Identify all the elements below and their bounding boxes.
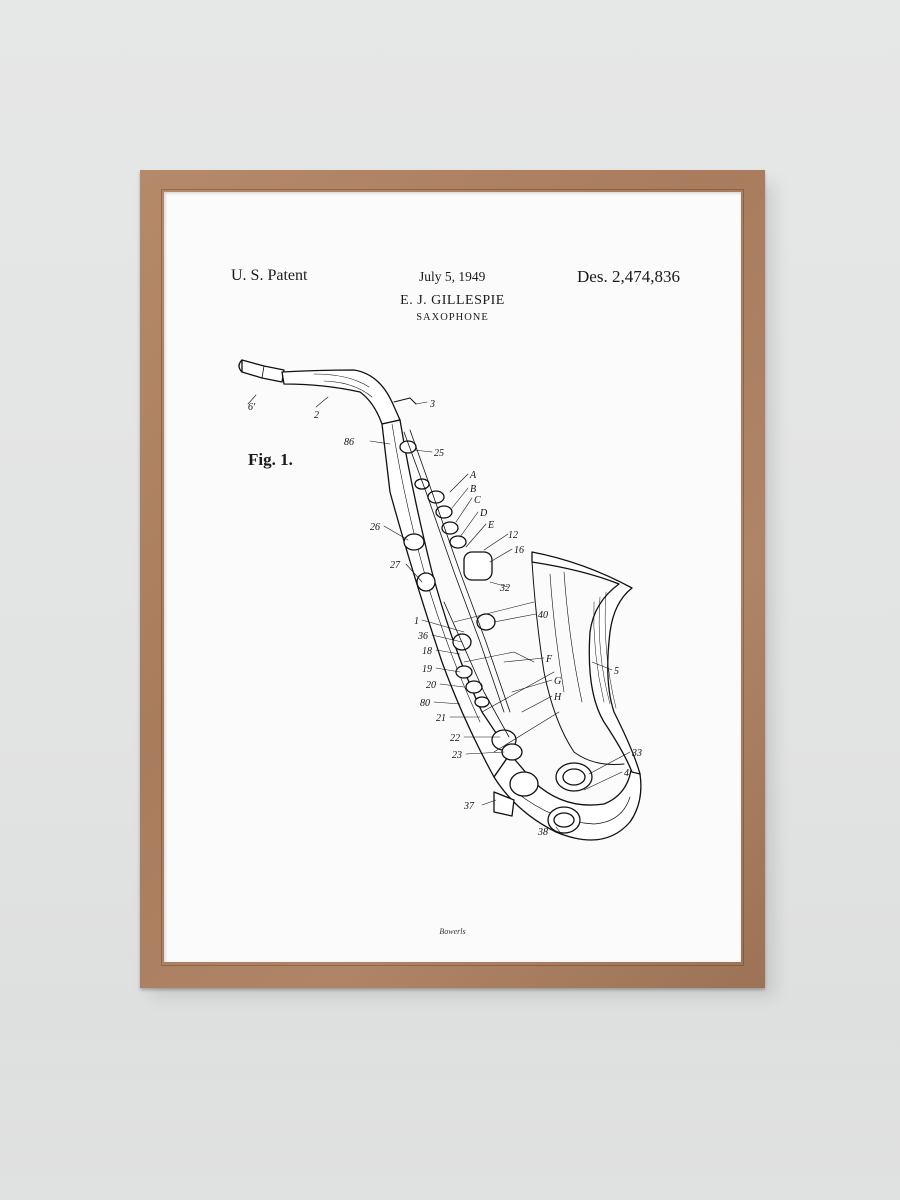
neck xyxy=(281,369,401,425)
callout-label: 1 xyxy=(414,616,419,627)
callout-label: C xyxy=(474,495,481,506)
callout-label: 3 xyxy=(429,399,435,410)
callout-label: 38 xyxy=(537,827,548,838)
tone-hole xyxy=(509,771,539,797)
mouthpiece-tip xyxy=(238,359,243,373)
inventor-name: E. J. GILLESPIE xyxy=(400,293,505,308)
bell-body xyxy=(531,561,625,765)
callout-label: 86 xyxy=(344,437,354,448)
callout-label: 19 xyxy=(422,664,432,675)
callout-label: 36 xyxy=(417,631,428,642)
callout-label: 5 xyxy=(614,666,619,677)
callout-label: 27 xyxy=(390,560,401,571)
callout-label: 16 xyxy=(514,545,524,556)
saxophone-drawing: 6' 2 3 25 86 A B C D E 12 16 26 27 32 40 xyxy=(238,359,642,841)
callout-label: E xyxy=(487,520,494,531)
callout-label: H xyxy=(553,692,562,703)
callout-label: F xyxy=(545,654,553,665)
callout-label: 23 xyxy=(452,750,462,761)
callout-label: 20 xyxy=(426,680,436,691)
body-tube xyxy=(381,419,511,778)
patent-label: U. S. Patent xyxy=(231,267,308,284)
tone-hole xyxy=(547,806,581,834)
callout-label: 37 xyxy=(463,801,475,812)
patent-print-paper: U. S. Patent July 5, 1949 Des. 2,474,836… xyxy=(164,192,741,962)
callout-label: 18 xyxy=(422,646,432,657)
patent-title: SAXOPHONE xyxy=(416,312,489,323)
callout-label: 22 xyxy=(450,733,460,744)
patent-date: July 5, 1949 xyxy=(419,269,486,284)
callout-label: G xyxy=(554,676,561,687)
bow xyxy=(493,751,642,841)
brand-mark: Bowerls xyxy=(439,927,466,936)
callout-label: 21 xyxy=(436,713,446,724)
bell xyxy=(531,551,641,775)
figure-label: Fig. 1. xyxy=(248,450,293,469)
tone-hole xyxy=(555,762,593,792)
callout-label: B xyxy=(470,484,476,495)
wall-lower-gradient xyxy=(0,1000,900,1200)
design-number: Des. 2,474,836 xyxy=(577,267,680,286)
callout-label: A xyxy=(469,470,477,481)
callout-label: 32 xyxy=(499,583,510,594)
wooden-picture-frame: U. S. Patent July 5, 1949 Des. 2,474,836… xyxy=(140,170,765,988)
callout-label: 12 xyxy=(508,530,518,541)
callout-label: 6' xyxy=(248,402,256,413)
callout-label: D xyxy=(479,508,488,519)
callout-label: 25 xyxy=(434,448,444,459)
callout-label: 2 xyxy=(314,410,319,421)
callout-label: 33 xyxy=(631,748,642,759)
callout-label: 4 xyxy=(624,768,629,779)
callout-label: 80 xyxy=(420,698,430,709)
callout-label: 26 xyxy=(370,522,380,533)
callout-label: 40 xyxy=(538,610,548,621)
